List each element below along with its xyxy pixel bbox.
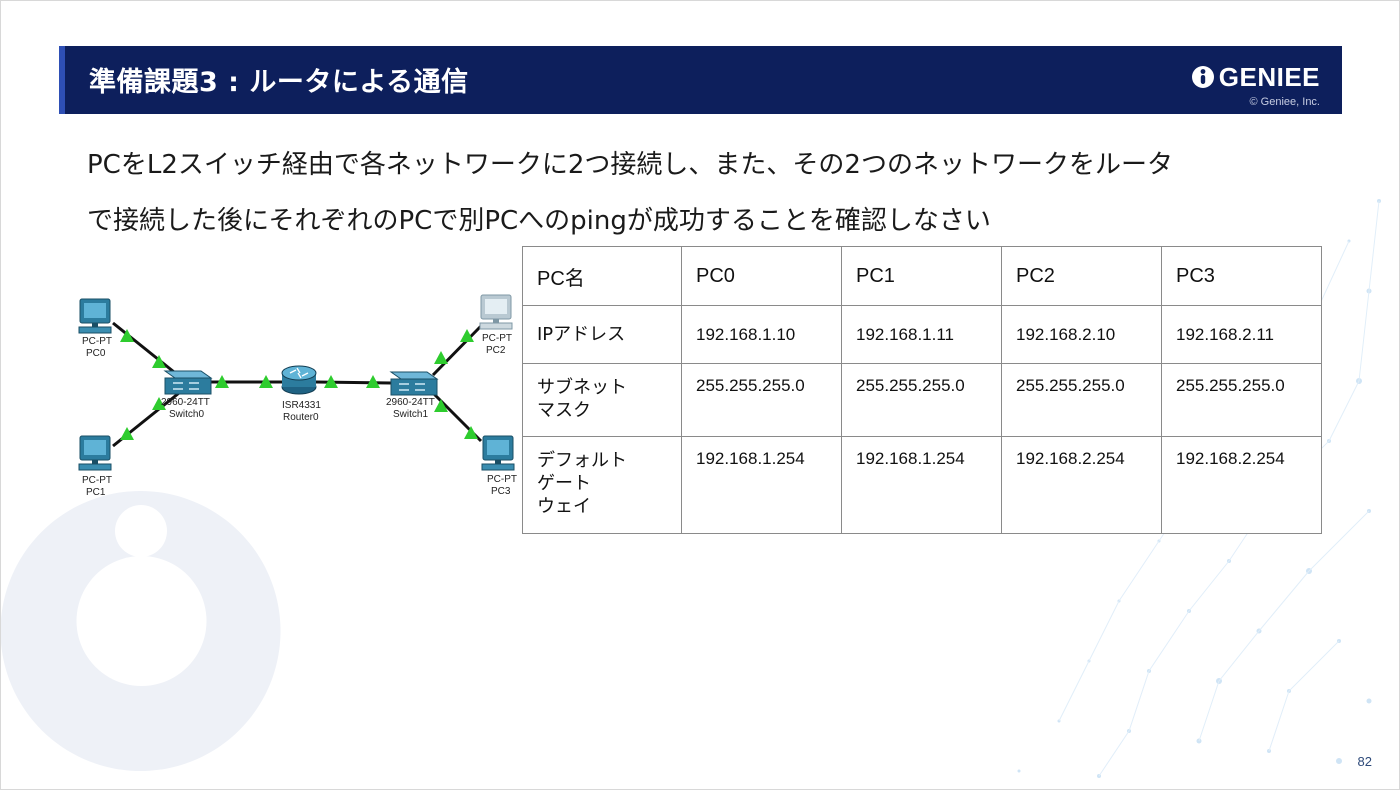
router0-name-label: Router0: [283, 412, 319, 423]
row-label-line: ゲート: [537, 473, 591, 494]
table-cell: 192.168.1.10: [681, 305, 842, 364]
network-topology-diagram: PC-PT PC0 PC-PT PC1 2960-24TT Switch0 IS…: [78, 294, 517, 498]
page-number: 82: [1357, 754, 1372, 769]
switch0-model-label: 2960-24TT: [161, 397, 210, 408]
table-header-cell: PC0: [681, 246, 842, 306]
switch1-icon: [389, 371, 439, 396]
table-row: IPアドレス 192.168.1.10 192.168.1.11 192.168…: [522, 305, 1322, 364]
table-cell: 255.255.255.0: [841, 363, 1002, 437]
link-status-indicators: [120, 329, 478, 440]
copyright: © Geniee, Inc.: [1249, 96, 1320, 108]
table-header-cell: PC名: [522, 246, 682, 306]
row-label-line: マスク: [537, 400, 591, 421]
geniee-logo-icon: [1191, 66, 1214, 88]
pc2-icon: [479, 294, 513, 330]
row-label-line: デフォルト: [537, 450, 627, 471]
switch1-name-label: Switch1: [393, 409, 428, 420]
table-cell: 192.168.2.10: [1001, 305, 1162, 364]
table-cell: 255.255.255.0: [1161, 363, 1322, 437]
ip-address-table: PC名 PC0 PC1 PC2 PC3 IPアドレス 192.168.1.10 …: [522, 246, 1322, 534]
switch1-model-label: 2960-24TT: [386, 397, 435, 408]
row-label-subnet-mask: サブネット マスク: [522, 363, 682, 437]
table-cell: 192.168.1.254: [681, 436, 842, 534]
pc0-type-label: PC-PT: [82, 336, 112, 347]
table-header-row: PC名 PC0 PC1 PC2 PC3: [522, 246, 1322, 306]
switch0-icon: [163, 370, 213, 395]
row-label-ip-address: IPアドレス: [522, 305, 682, 364]
table-cell: 192.168.2.11: [1161, 305, 1322, 364]
router0-model-label: ISR4331: [282, 400, 321, 411]
table-cell: 255.255.255.0: [681, 363, 842, 437]
link-switch1-pc2: [431, 324, 483, 377]
table-header-cell: PC3: [1161, 246, 1322, 306]
row-label-line: ウェイ: [537, 496, 591, 517]
description-line-2: で接続した後にそれぞれのPCで別PCへのpingが成功することを確認しなさい: [87, 206, 991, 236]
switch0-name-label: Switch0: [169, 409, 204, 420]
table-cell: 192.168.2.254: [1161, 436, 1322, 534]
logo-watermark: [1, 491, 281, 771]
pc1-icon: [78, 435, 112, 471]
table-cell: 255.255.255.0: [1001, 363, 1162, 437]
link-pc0-switch0: [112, 321, 180, 378]
pc2-name-label: PC2: [486, 345, 506, 356]
table-row: デフォルト ゲート ウェイ 192.168.1.254 192.168.1.25…: [522, 436, 1322, 534]
title-bar: 準備課題3 : ルータによる通信 GENIEE © Geniee, Inc.: [59, 46, 1342, 114]
row-label-line: サブネット: [537, 377, 627, 398]
row-label-default-gateway: デフォルト ゲート ウェイ: [522, 436, 682, 534]
row-label-line: IPアドレス: [537, 324, 626, 345]
pc1-name-label: PC1: [86, 487, 106, 498]
pc0-name-label: PC0: [86, 348, 106, 359]
pc3-type-label: PC-PT: [487, 474, 517, 485]
router0-icon: [281, 365, 317, 395]
pc1-type-label: PC-PT: [82, 475, 112, 486]
pc3-name-label: PC3: [491, 486, 511, 497]
description-line-1: PCをL2スイッチ経由で各ネットワークに2つ接続し、また、その2つのネットワーク…: [87, 150, 1173, 180]
geniee-logo: GENIEE: [1191, 64, 1320, 90]
table-row: サブネット マスク 255.255.255.0 255.255.255.0 25…: [522, 363, 1322, 437]
task-description: PCをL2スイッチ経由で各ネットワークに2つ接続し、また、その2つのネットワーク…: [87, 137, 1337, 249]
page-title: 準備課題3 : ルータによる通信: [89, 67, 469, 98]
table-cell: 192.168.2.254: [1001, 436, 1162, 534]
table-cell: 192.168.1.254: [841, 436, 1002, 534]
table-cell: 192.168.1.11: [841, 305, 1002, 364]
pc2-type-label: PC-PT: [482, 333, 512, 344]
logo-text: GENIEE: [1218, 62, 1320, 92]
table-header-cell: PC2: [1001, 246, 1162, 306]
pc0-icon: [78, 298, 112, 334]
table-header-cell: PC1: [841, 246, 1002, 306]
pc3-icon: [481, 435, 515, 471]
